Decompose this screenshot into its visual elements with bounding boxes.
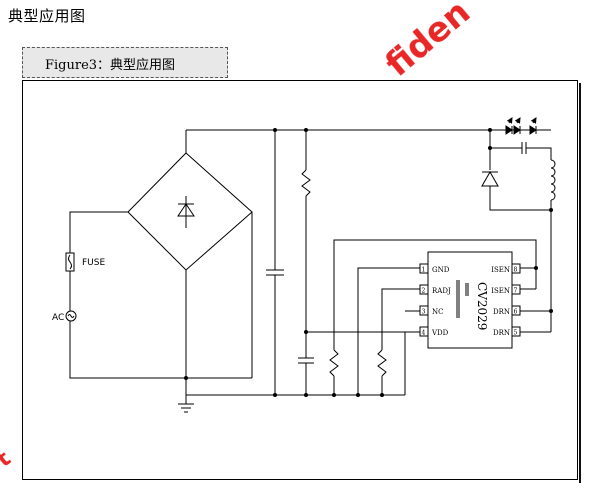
pin-4-name: VDD — [431, 329, 449, 337]
ic-cv2029 — [427, 251, 513, 349]
section-title: 典型应用图 — [8, 7, 86, 25]
pin-1-number: 1 — [422, 267, 426, 274]
pin-3-number: 3 — [422, 309, 426, 316]
sense-resistor — [329, 349, 339, 377]
junction-dots — [184, 128, 553, 397]
bridge-rectifier — [127, 152, 253, 271]
diagram-frame — [22, 80, 581, 483]
ground-symbol — [178, 395, 194, 413]
watermark: fiden t — [0, 0, 478, 473]
freewheel-diode — [481, 170, 499, 187]
radj-resistor — [377, 349, 387, 377]
chip-part-number: CV2029 — [475, 282, 489, 330]
startup-resistor — [301, 169, 311, 197]
pin-1-name: GND — [432, 266, 450, 274]
pin-3-name: NC — [432, 308, 443, 316]
led-string — [505, 117, 537, 135]
svg-text:t: t — [0, 446, 16, 472]
output-inductor — [550, 159, 556, 201]
pin-6-name: DRN — [493, 308, 510, 316]
figure-caption-tab: Figure3：典型应用图 — [22, 47, 228, 78]
bulk-capacitor — [266, 269, 284, 276]
pin-4-number: 4 — [422, 330, 426, 337]
ac-label: AC — [52, 313, 64, 323]
output-capacitor — [521, 142, 527, 154]
pin-8-name: ISEN — [491, 266, 510, 274]
chip-date-code-marks — [456, 280, 469, 318]
ac-input-wire — [69, 211, 186, 379]
svg-text:fiden: fiden — [378, 0, 478, 85]
figure-title: Figure3：典型应用图 — [45, 58, 176, 73]
pin-5-name: DRN — [493, 329, 510, 337]
vdd-capacitor — [298, 357, 314, 364]
pin-5-number: 5 — [514, 330, 518, 337]
fuse-label: FUSE — [82, 258, 105, 268]
pin-2-name: RADJ — [432, 287, 451, 295]
fuse-symbol — [65, 252, 75, 272]
bridge-diode-symbol — [177, 196, 195, 228]
pin-7-name: ISEN — [491, 287, 510, 295]
pin-6-number: 6 — [514, 309, 518, 316]
pin-2-number: 2 — [422, 288, 426, 295]
pin-7-number: 7 — [514, 288, 518, 295]
pin-8-number: 8 — [514, 267, 518, 274]
